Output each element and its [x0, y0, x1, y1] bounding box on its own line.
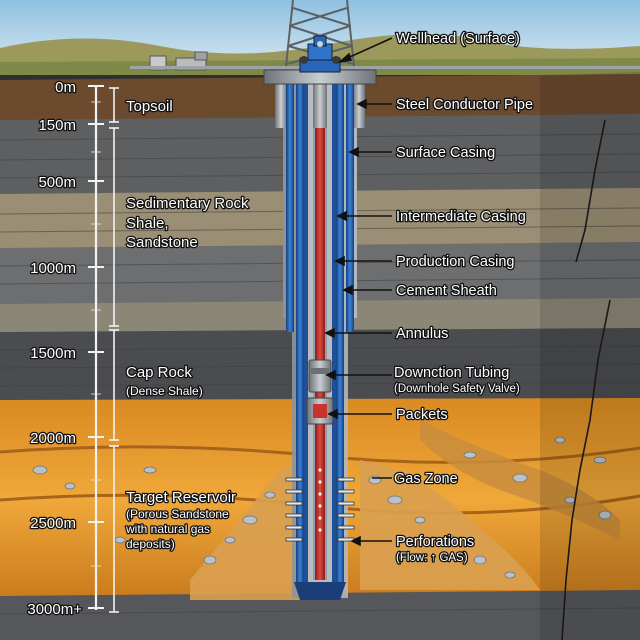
- fault-lines: [561, 119, 611, 640]
- layer-label-topsoil: Topsoil: [126, 98, 173, 115]
- block-side-shade: [540, 72, 640, 640]
- surface-casing-left: [286, 82, 294, 332]
- callout-packets: Packets: [396, 407, 448, 423]
- callout-production-casing: Production Casing: [396, 254, 515, 270]
- callout-wellhead: Wellhead (Surface): [396, 31, 520, 47]
- callout-perforations-sub: (Flow: ↑ GAS): [396, 552, 468, 564]
- casing-shoe: [294, 582, 346, 600]
- intermediate-casing-right: [336, 82, 344, 582]
- layer-label-reservoir-sub-1: (Porous Sandstone: [126, 507, 229, 521]
- basement-rock: [0, 590, 640, 640]
- production-tubing: [315, 128, 325, 580]
- depth-scale: 0m 150m 500m 1000m 1500m 2000m 2500m 300…: [26, 78, 104, 619]
- layer-label-sedimentary: Sedimentary Rock: [126, 195, 249, 212]
- gas-bubbles: [318, 468, 322, 532]
- layer-label-sedimentary-2: Shale,: [126, 215, 169, 232]
- depth-label-1000: 1000m: [30, 260, 76, 277]
- surface-facility: [130, 51, 640, 71]
- conductor-pipe-left: [275, 82, 287, 128]
- perforations: [285, 477, 355, 542]
- layer-label-reservoir-sub-3: deposits): [126, 537, 175, 551]
- depth-label-0: 0m: [55, 79, 76, 96]
- depth-label-2000: 2000m: [30, 430, 76, 447]
- intermediate-casing-left: [296, 82, 304, 582]
- depth-label-500: 500m: [38, 174, 76, 191]
- surface-casing-right: [346, 82, 354, 332]
- callout-tubing: Downction Tubing: [394, 365, 509, 381]
- layer-label-reservoir: Target Reservoir: [126, 489, 236, 506]
- layer-label-reservoir-sub-2: with natural gas: [125, 522, 210, 536]
- wellhead-icon: [263, 35, 377, 85]
- callout-leaders: [324, 37, 393, 547]
- callout-perforations: Perforations: [396, 534, 474, 550]
- layer-label-caprock: Cap Rock: [126, 364, 192, 381]
- callout-cement-sheath: Cement Sheath: [396, 283, 497, 299]
- callout-conductor-pipe: Steel Conductor Pipe: [396, 97, 533, 113]
- callout-surface-casing: Surface Casing: [396, 145, 495, 161]
- layer-brackets: [109, 87, 119, 613]
- depth-label-1500: 1500m: [30, 345, 76, 362]
- layer-label-caprock-sub: (Dense Shale): [126, 384, 203, 398]
- layer-label-sedimentary-3: Sandstone: [126, 234, 198, 251]
- callout-gas-zone: Gas Zone: [394, 471, 458, 487]
- tubing-hanger: [313, 84, 327, 128]
- gas-zone-gravel: [32, 420, 620, 600]
- depth-label-3000: 3000m+: [27, 601, 82, 618]
- callout-annulus: Annulus: [396, 326, 448, 342]
- depth-label-150: 150m: [38, 117, 76, 134]
- depth-label-2500: 2500m: [30, 515, 76, 532]
- callout-tubing-sub: (Downhole Safety Valve): [394, 383, 520, 395]
- callout-intermediate-casing: Intermediate Casing: [396, 209, 526, 225]
